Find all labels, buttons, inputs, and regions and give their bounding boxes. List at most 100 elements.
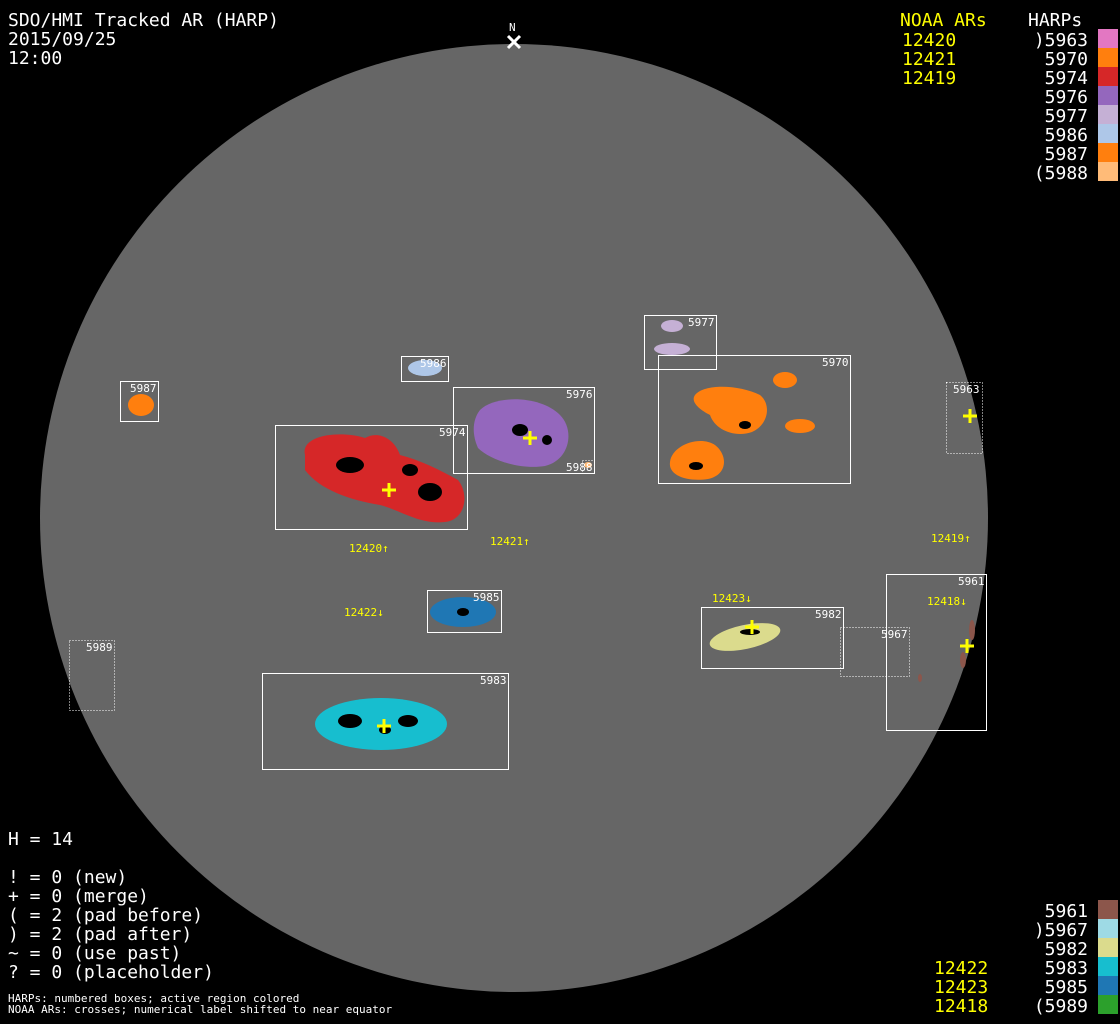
harp-legend-label: 5982 [1045, 939, 1088, 960]
harp-box-5974[interactable]: 5974 [275, 425, 468, 530]
svg-text:12420: 12420 [902, 30, 956, 51]
svg-text:5985: 5985 [473, 591, 500, 604]
region-5977a [661, 320, 683, 332]
north-label: N [509, 21, 516, 34]
svg-text:? = 0 (placeholder): ? = 0 (placeholder) [8, 962, 214, 983]
harp-box-5986[interactable]: 5986 [401, 356, 449, 382]
noaa-heading: NOAA ARs [900, 10, 987, 31]
north-marker-icon [506, 34, 522, 50]
harp-legend-label: (5988 [1034, 163, 1088, 184]
harp-color-swatch [1098, 67, 1118, 86]
svg-text:5977: 5977 [688, 316, 715, 329]
noaa-label-12420: 12420↑ [349, 542, 389, 555]
svg-text:5976: 5976 [566, 388, 593, 401]
region-5970 [669, 372, 815, 480]
status-counts: ! = 0 (new) + = 0 (merge) ( = 2 (pad bef… [8, 867, 214, 983]
harp-color-swatch [1098, 105, 1118, 124]
harp-box-5982[interactable]: 5982 [701, 607, 844, 669]
harp-color-swatch [1098, 48, 1118, 67]
region-5987 [128, 394, 154, 416]
harp-color-swatch [1098, 86, 1118, 105]
harp-legend-label: 5977 [1045, 106, 1088, 127]
harp-legend-label: 5961 [1045, 901, 1088, 922]
harp-box-5988[interactable]: 5988 [566, 460, 595, 475]
svg-text:12423: 12423 [934, 977, 988, 998]
harp-box-5985[interactable]: 5985 [427, 590, 502, 633]
harp-box-5961[interactable]: 5961 [886, 574, 987, 731]
svg-text:) = 2 (pad after): ) = 2 (pad after) [8, 924, 192, 945]
noaa-label-12421: 12421↑ [490, 535, 530, 548]
harp-color-swatch [1098, 976, 1118, 995]
noaa-cross-icons [377, 409, 977, 733]
footer-line-2: NOAA ARs: crosses; numerical label shift… [8, 1003, 392, 1016]
svg-text:5987: 5987 [130, 382, 157, 395]
map-time: 12:00 [8, 48, 62, 69]
harp-legend-label: 5976 [1045, 87, 1088, 108]
harp-color-swatch [1098, 938, 1118, 957]
svg-text:5961: 5961 [958, 575, 985, 588]
harp-box-5970[interactable]: 5970 [658, 355, 851, 484]
harp-box-5989[interactable]: 5989 [69, 640, 115, 711]
harp-box-5987[interactable]: 5987 [120, 381, 159, 422]
noaa-list-bottom: 12422 12423 12418 [934, 958, 988, 1017]
footer-line-1: HARPs: numbered boxes; active region col… [8, 992, 299, 1005]
svg-text:5988: 5988 [566, 461, 593, 474]
svg-text:5983: 5983 [480, 674, 507, 687]
harp-heading: HARPs [1028, 10, 1082, 31]
region-5977b [654, 343, 690, 355]
harp-box-5977[interactable]: 5977 [644, 315, 717, 370]
map-title: SDO/HMI Tracked AR (HARP) [8, 10, 279, 31]
region-5982 [709, 623, 781, 651]
region-5961 [918, 620, 975, 682]
svg-text:5986: 5986 [420, 357, 447, 370]
svg-text:12421: 12421 [902, 49, 956, 70]
harp-legend-label: 5987 [1045, 144, 1088, 165]
svg-text:~ = 0 (use past): ~ = 0 (use past) [8, 943, 181, 964]
solar-disk [40, 44, 988, 992]
harp-color-swatch [1098, 162, 1118, 181]
harp-color-swatch [1098, 900, 1118, 919]
harp-box-5963[interactable]: 5963 [946, 382, 983, 454]
svg-text:5967: 5967 [881, 628, 908, 641]
map-date: 2015/09/25 [8, 29, 116, 50]
harp-legend-label: )5967 [1034, 920, 1088, 941]
svg-text:5982: 5982 [815, 608, 842, 621]
svg-text:12422: 12422 [934, 958, 988, 979]
sunspots [336, 421, 760, 734]
svg-text:+ = 0 (merge): + = 0 (merge) [8, 886, 149, 907]
harp-color-swatch [1098, 124, 1118, 143]
region-5983 [315, 698, 447, 750]
region-5974 [304, 434, 465, 523]
harp-box-5983[interactable]: 5983 [262, 673, 509, 770]
harp-legend-label: 5986 [1045, 125, 1088, 146]
noaa-label-12419: 12419↑ [931, 532, 971, 545]
harp-color-swatch [1098, 995, 1118, 1014]
svg-text:12419: 12419 [902, 68, 956, 89]
harp-color-swatch [1098, 957, 1118, 976]
harp-box-5967[interactable]: 5967 [840, 627, 910, 677]
harp-legend-label: 5970 [1045, 49, 1088, 70]
noaa-label-12418: 12418↓ [927, 595, 967, 608]
harp-color-swatch [1098, 143, 1118, 162]
harp-color-swatch [1098, 919, 1118, 938]
svg-text:5970: 5970 [822, 356, 849, 369]
region-5988 [584, 462, 592, 468]
svg-text:5989: 5989 [86, 641, 113, 654]
svg-text:5963: 5963 [953, 383, 980, 396]
harp-legend-label: 5985 [1045, 977, 1088, 998]
noaa-list-top: 12420 12421 12419 [902, 30, 956, 89]
harp-legend-label: (5989 [1034, 996, 1088, 1017]
svg-text:( = 2 (pad before): ( = 2 (pad before) [8, 905, 203, 926]
svg-text:! = 0 (new): ! = 0 (new) [8, 867, 127, 888]
harp-color-swatch [1098, 29, 1118, 48]
harp-legend-label: 5983 [1045, 958, 1088, 979]
noaa-label-12422: 12422↓ [344, 606, 384, 619]
harp-box-5976[interactable]: 5976 [453, 387, 595, 474]
svg-text:5974: 5974 [439, 426, 466, 439]
svg-text:12418: 12418 [934, 996, 988, 1017]
harp-count: H = 14 [8, 829, 73, 850]
noaa-label-12423: 12423↓ [712, 592, 752, 605]
